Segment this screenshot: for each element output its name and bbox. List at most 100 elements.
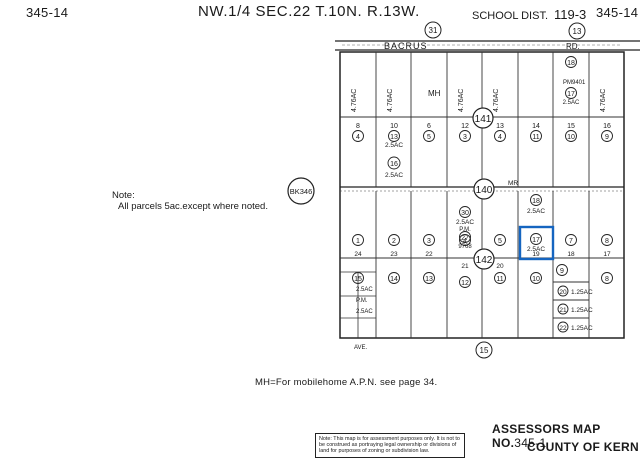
lot-circle	[530, 194, 542, 206]
north-lot-1: 10 13	[388, 123, 400, 142]
subdivision-lines	[340, 271, 376, 338]
svg-text:10: 10	[390, 123, 398, 130]
road-number-circle	[475, 341, 493, 359]
svg-text:12: 12	[461, 123, 469, 130]
page-ref-right: 345-14	[596, 5, 639, 20]
svg-text:11: 11	[532, 134, 539, 141]
assessors-map-value: 345-1	[514, 436, 547, 450]
svg-text:1.25AC: 1.25AC	[571, 289, 593, 296]
book-ref-label: BK346	[290, 187, 313, 196]
svg-text:8: 8	[605, 238, 609, 245]
svg-text:22: 22	[559, 325, 567, 332]
parcel-map-label: P.M.	[356, 298, 368, 304]
school-district-label: SCHOOL DIST.	[472, 10, 548, 22]
assessors-map-label: ASSESSORS MAP NO.	[492, 422, 601, 450]
south-lot-7: 8 17	[601, 234, 613, 258]
note-body: All parcels 5ac.except where noted.	[118, 201, 268, 212]
svg-text:21: 21	[559, 307, 567, 314]
block-number-circle	[472, 107, 494, 129]
svg-text:24: 24	[354, 251, 362, 258]
svg-text:8: 8	[356, 123, 360, 130]
highlighted-lot-number: 17	[532, 237, 540, 244]
south-lot-5: 19	[532, 251, 540, 258]
block-number-142: 142	[476, 255, 493, 266]
acreage-label: 2.5AC	[385, 142, 403, 149]
lot-circle	[565, 56, 577, 68]
note-title: Note:	[112, 190, 135, 201]
acreage-label: 2.5AC	[356, 309, 373, 315]
svg-text:17: 17	[603, 251, 611, 258]
lot-number-17: 17	[567, 91, 575, 98]
svg-text:2: 2	[392, 238, 396, 245]
svg-text:18: 18	[567, 251, 575, 258]
road-number-circle	[424, 21, 442, 39]
svg-text:4: 4	[463, 238, 467, 245]
south-lot-0: 1 24	[352, 234, 364, 258]
acreage-label: 4.76AC	[600, 89, 607, 112]
school-district-value: 119-3	[554, 7, 587, 22]
acreage-label: 4.76AC	[458, 89, 465, 112]
acreage-label: 2.5AC	[527, 208, 545, 215]
svg-text:19: 19	[532, 251, 540, 258]
highlighted-parcel[interactable]	[518, 225, 555, 261]
north-lot-7: 16 9	[601, 123, 613, 142]
stack-lot-0: 20 1.25AC	[557, 285, 593, 297]
road-name-bacrus: BACRUS	[384, 41, 428, 51]
parcel-map-number: 9768	[458, 244, 472, 250]
lot-circle	[387, 156, 401, 170]
svg-text:20: 20	[496, 263, 504, 270]
bottom-lot-6: 9	[556, 264, 568, 276]
svg-text:3: 3	[463, 134, 467, 141]
acreage-label: 2.5AC	[385, 172, 403, 179]
lot-number-16: 16	[390, 161, 398, 168]
south-lot-6: 7 18	[565, 234, 577, 258]
disclaimer-box: Note: This map is for assessment purpose…	[315, 433, 465, 458]
south-lot-2: 3 22	[423, 234, 435, 258]
south-lot-1: 2 23	[388, 234, 400, 258]
north-lot-2: 6 5	[423, 123, 435, 142]
svg-text:4: 4	[356, 134, 360, 141]
svg-text:1.25AC: 1.25AC	[571, 325, 593, 332]
south-lot-lines	[340, 191, 624, 338]
svg-text:10: 10	[532, 276, 540, 283]
acreage-label: 4.76AC	[493, 89, 500, 112]
svg-text:3: 3	[427, 238, 431, 245]
county-name: COUNTY OF KERN	[527, 440, 639, 454]
lot-number-18: 18	[567, 60, 575, 67]
mobilehome-label: MH	[428, 89, 441, 98]
svg-text:10: 10	[567, 134, 575, 141]
lot-number-18: 18	[532, 198, 540, 205]
parcel-map-label: P.M.	[459, 227, 471, 233]
mobilehome-note: MH=For mobilehome A.P.N. see page 34.	[255, 377, 438, 388]
school-district: SCHOOL DIST. 119-3	[472, 7, 586, 22]
svg-text:14: 14	[532, 123, 540, 130]
block-number-141: 141	[475, 114, 492, 125]
bottom-lot-1: 14	[388, 272, 400, 284]
svg-text:21: 21	[461, 263, 469, 270]
block-number-circle	[473, 178, 495, 200]
map-title: NW.1/4 SEC.22 T.10N. R.13W.	[198, 3, 420, 20]
road-suffix: RD.	[566, 42, 580, 51]
assessors-map-number: ASSESSORS MAP NO.345-1	[492, 422, 640, 450]
svg-text:13: 13	[425, 276, 433, 283]
svg-text:12: 12	[461, 280, 469, 287]
svg-text:23: 23	[390, 251, 398, 258]
svg-text:13: 13	[496, 123, 504, 130]
south-lot-4: 5 20	[494, 234, 506, 270]
south-lot-3: 4 21	[459, 234, 471, 270]
stack-lot-2: 22 1.25AC	[557, 321, 593, 333]
bottom-lot-4: 11	[494, 272, 506, 284]
acreage-label: 4.76AC	[351, 89, 358, 112]
acreage-label: 4.76AC	[387, 89, 394, 112]
svg-text:15: 15	[567, 123, 575, 130]
page-ref-left: 345-14	[26, 5, 69, 20]
road-number-15: 15	[480, 346, 489, 355]
north-lot-0: 8 4	[352, 123, 364, 142]
book-ref-circle	[287, 177, 315, 205]
acreage-label: 2.5AC	[456, 219, 474, 226]
svg-text:8: 8	[605, 276, 609, 283]
svg-text:5: 5	[498, 238, 502, 245]
svg-text:9: 9	[605, 134, 609, 141]
